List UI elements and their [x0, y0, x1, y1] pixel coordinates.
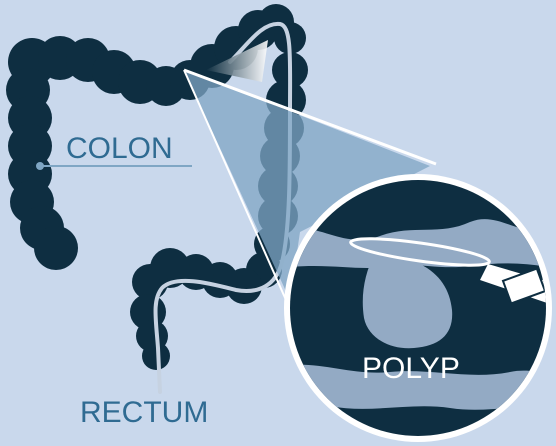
colon-leader-dot [36, 162, 44, 170]
polyp-label: POLYP [362, 352, 460, 385]
rectum-label: RECTUM [80, 396, 208, 429]
colon-label: COLON [66, 132, 173, 165]
